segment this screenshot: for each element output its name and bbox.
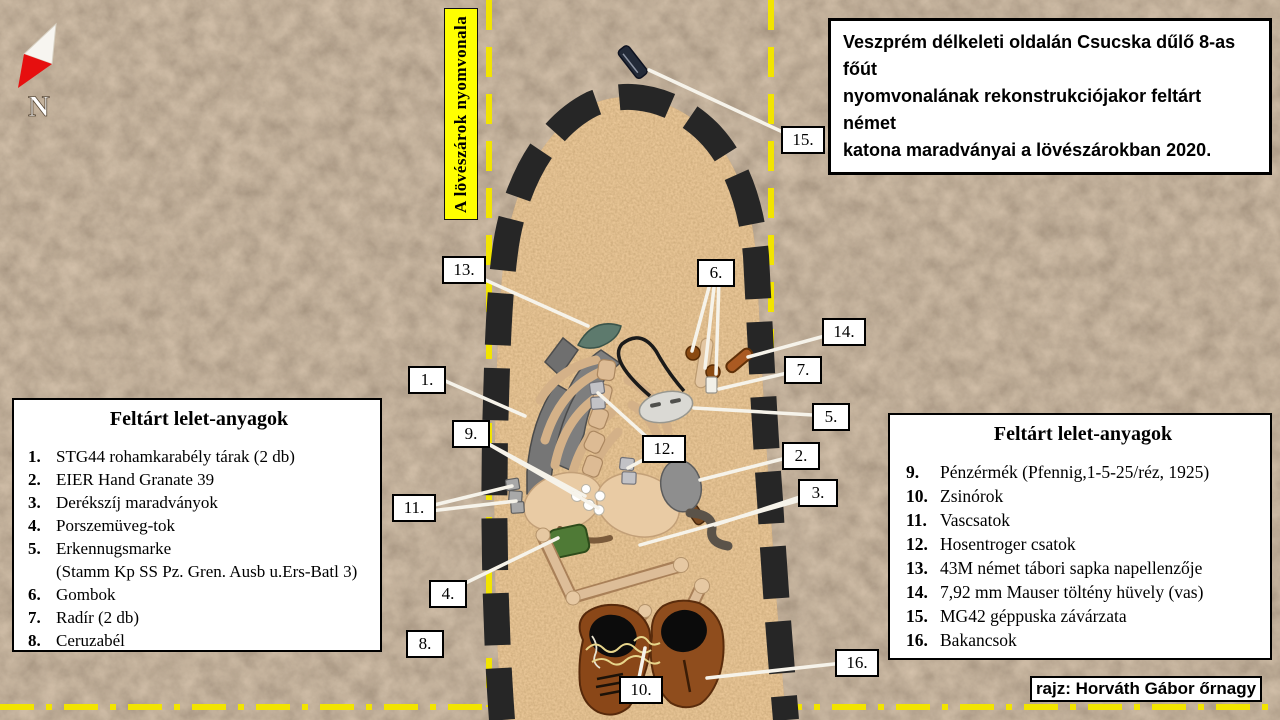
legend-item: 3.Derékszíj maradványok — [28, 493, 218, 512]
legend-item: 5.Erkennugsmarke — [28, 539, 172, 558]
legend-item: 4.Porszemüveg-tok — [28, 516, 175, 535]
trench-route-label: A lövészárok nyomvonala — [444, 8, 478, 220]
callout-9: 9. — [452, 420, 490, 448]
north-arrow: N — [18, 22, 57, 123]
svg-text:13.: 13. — [453, 260, 474, 279]
legend-item: 6.Gombok — [28, 585, 116, 604]
skeleton-spine — [581, 359, 617, 478]
legend-item: 8.Ceruzabél — [28, 631, 125, 650]
callout-15: 15. — [781, 126, 825, 154]
legend-item: 14.7,92 mm Mauser töltény hüvely (vas) — [906, 582, 1204, 602]
callout-16: 16. — [835, 649, 879, 677]
svg-text:2.: 2. — [795, 446, 808, 465]
callout-6: 6. — [697, 259, 735, 287]
legend-item: 11.Vascsatok — [906, 510, 1010, 530]
callout-2: 2. — [782, 442, 820, 470]
credit-strip: rajz: Horváth Gábor őrnagy — [1030, 676, 1262, 702]
svg-text:9.: 9. — [465, 424, 478, 443]
callout-11: 11. — [392, 494, 436, 522]
legend-item: 1.STG44 rohamkarabély tárak (2 db) — [28, 447, 295, 466]
mg42-bolt — [617, 45, 648, 80]
legend-item: 2.EIER Hand Granate 39 — [28, 470, 215, 489]
svg-text:5.: 5. — [825, 407, 838, 426]
legend-left-title: Feltárt lelet-anyagok — [109, 408, 289, 430]
legend-right-title: Feltárt lelet-anyagok — [993, 423, 1173, 445]
svg-text:8.: 8. — [419, 634, 432, 653]
callout-boxes: 1. 2. 3. 4. 5. 6. 7. 8. — [392, 126, 879, 704]
svg-text:7.: 7. — [797, 360, 810, 379]
dog-tag-cord — [616, 336, 686, 398]
legend-item: 10.Zsinórok — [906, 486, 1004, 506]
legend-item: 15.MG42 géppuska závárzata — [906, 606, 1127, 626]
callout-1: 1. — [408, 366, 446, 394]
svg-text:1.: 1. — [421, 370, 434, 389]
svg-text:15.: 15. — [792, 130, 813, 149]
callout-3: 3. — [798, 479, 838, 507]
callout-8: 8. — [406, 630, 444, 658]
laces — [585, 636, 661, 666]
svg-text:10.: 10. — [630, 680, 651, 699]
legend-item: (Stamm Kp SS Pz. Gren. Ausb u.Ers-Batl 3… — [56, 562, 358, 581]
legend-item: 16.Bakancsok — [906, 630, 1017, 650]
callout-7: 7. — [784, 356, 822, 384]
svg-text:3.: 3. — [812, 483, 825, 502]
svg-text:12.: 12. — [653, 439, 674, 458]
callout-13: 13. — [442, 256, 486, 284]
trench-border — [481, 84, 799, 720]
callout-12: 12. — [642, 435, 686, 463]
title-box: Veszprém délkeleti oldalán Csucska dűlő … — [828, 18, 1272, 175]
legend-left-box: Feltárt lelet-anyagok 1.STG44 rohamkarab… — [12, 398, 382, 652]
legend-item: 12.Hosentroger csatok — [906, 534, 1076, 554]
callout-10: 10. — [619, 676, 663, 704]
legend-item: 9.Pénzérmék (Pfennig,1-5-25/réz, 1925) — [906, 462, 1210, 482]
eraser — [705, 376, 718, 394]
legend-right-items: 9.Pénzérmék (Pfennig,1-5-25/réz, 1925) 1… — [906, 460, 1260, 652]
mauser-cartridge — [725, 347, 754, 374]
north-label: N — [28, 90, 50, 123]
svg-text:4.: 4. — [442, 584, 455, 603]
legend-item: 7.Radír (2 db) — [28, 608, 140, 627]
legend-left-items: 1.STG44 rohamkarabély tárak (2 db) 2.EIE… — [28, 445, 370, 652]
legend-right-box: Feltárt lelet-anyagok 9.Pénzérmék (Pfenn… — [888, 413, 1272, 660]
svg-text:16.: 16. — [846, 653, 867, 672]
callout-5: 5. — [812, 403, 850, 431]
svg-text:14.: 14. — [833, 322, 854, 341]
dog-tag — [616, 336, 694, 424]
svg-text:6.: 6. — [710, 263, 723, 282]
cap-visor — [577, 323, 622, 349]
callout-14: 14. — [822, 318, 866, 346]
legend-item: 13.43M német tábori sapka napellenzője — [906, 558, 1203, 578]
callout-4: 4. — [429, 580, 467, 608]
north-arrow-red-half — [18, 54, 52, 88]
svg-text:11.: 11. — [404, 498, 425, 517]
